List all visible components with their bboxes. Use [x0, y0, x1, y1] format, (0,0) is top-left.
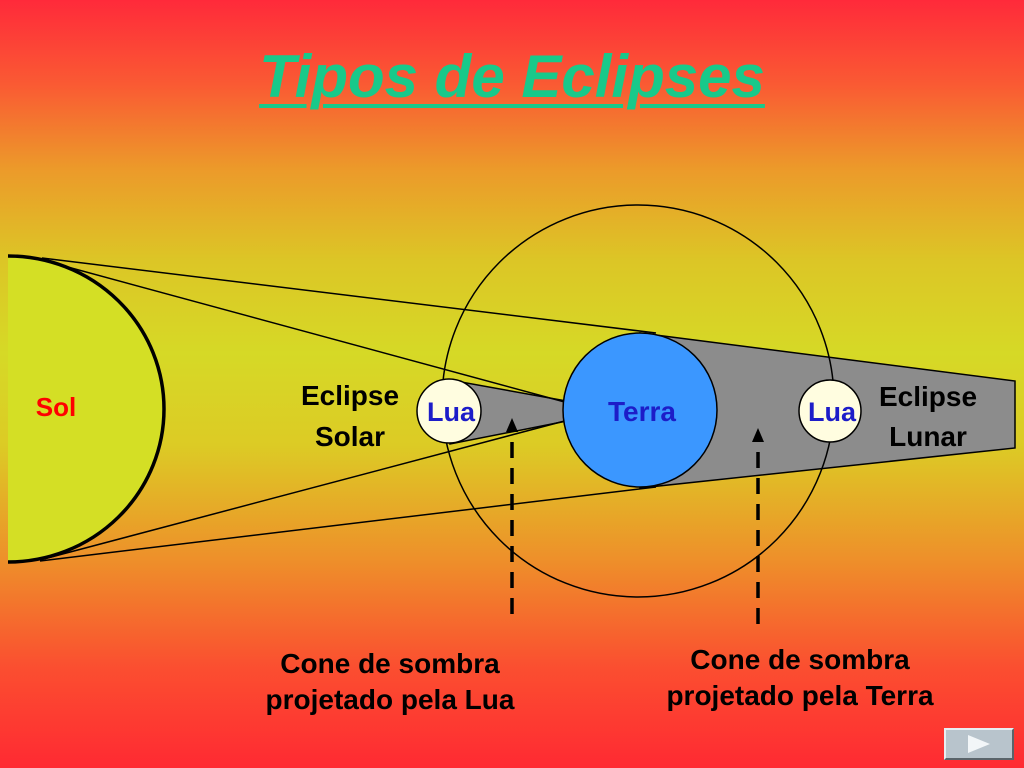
moon-solar-eclipse: [416, 378, 482, 444]
earth-cone-pointer-head: [752, 428, 764, 442]
moon-shadow-cone-caption: Cone de sombra projetado pela Lua: [225, 646, 555, 718]
earth-shadow-cone-caption: Cone de sombra projetado pela Terra: [630, 642, 970, 714]
earth-cone-caption-line1: Cone de sombra: [690, 644, 910, 675]
slide-title: Tipos de Eclipses: [259, 43, 765, 110]
sun-ray-upper-outer: [41, 257, 657, 334]
moon-cone-caption-line1: Cone de sombra: [280, 648, 500, 679]
sun-label: Sol: [36, 392, 76, 422]
play-triangle-icon: [968, 735, 990, 753]
sun-outline: [7, 254, 166, 564]
sun-ray-lower-outer: [39, 486, 657, 562]
earth-label: Terra: [608, 396, 676, 427]
lunar-eclipse-label-line2: Lunar: [889, 421, 967, 452]
next-slide-button[interactable]: [944, 728, 1014, 760]
earth: [562, 332, 718, 488]
sun-ray-upper-inner: [41, 259, 573, 405]
moon-left-label: Lua: [427, 397, 476, 427]
sun-ray-lower-inner: [39, 418, 573, 561]
sun: [8, 256, 164, 562]
moon-right-label: Lua: [808, 397, 857, 427]
moon-cone-pointer-head: [506, 418, 518, 432]
moon-lunar-eclipse: [798, 379, 862, 443]
solar-eclipse-label-line2: Solar: [315, 421, 385, 452]
moon-cone-caption-line2: projetado pela Lua: [265, 684, 515, 715]
lunar-eclipse-label-line1: Eclipse: [879, 381, 977, 412]
solar-eclipse-label-line1: Eclipse: [301, 380, 399, 411]
earth-cone-caption-line2: projetado pela Terra: [666, 680, 934, 711]
